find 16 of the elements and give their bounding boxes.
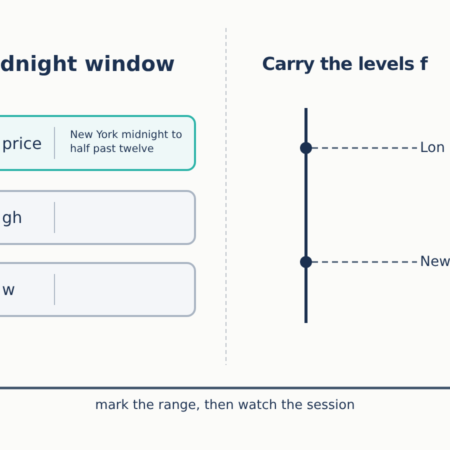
leader-line <box>312 147 417 149</box>
level-dot <box>300 256 312 268</box>
row-card <box>0 262 196 317</box>
row-card <box>0 190 196 245</box>
heading: Carry the levels f <box>262 54 428 75</box>
level-label: New <box>420 254 450 270</box>
row-note: New York midnight to half past twelve <box>70 128 184 157</box>
row-card <box>0 115 196 171</box>
heading: dnight window <box>0 52 175 76</box>
level-label: Lon <box>420 140 445 156</box>
row-label: gh <box>2 207 22 229</box>
row-label: price <box>2 132 42 154</box>
row-label: w <box>2 279 16 301</box>
level-dot <box>300 142 312 154</box>
leader-line <box>312 261 417 263</box>
caption: mark the range, then watch the session <box>94 398 356 413</box>
